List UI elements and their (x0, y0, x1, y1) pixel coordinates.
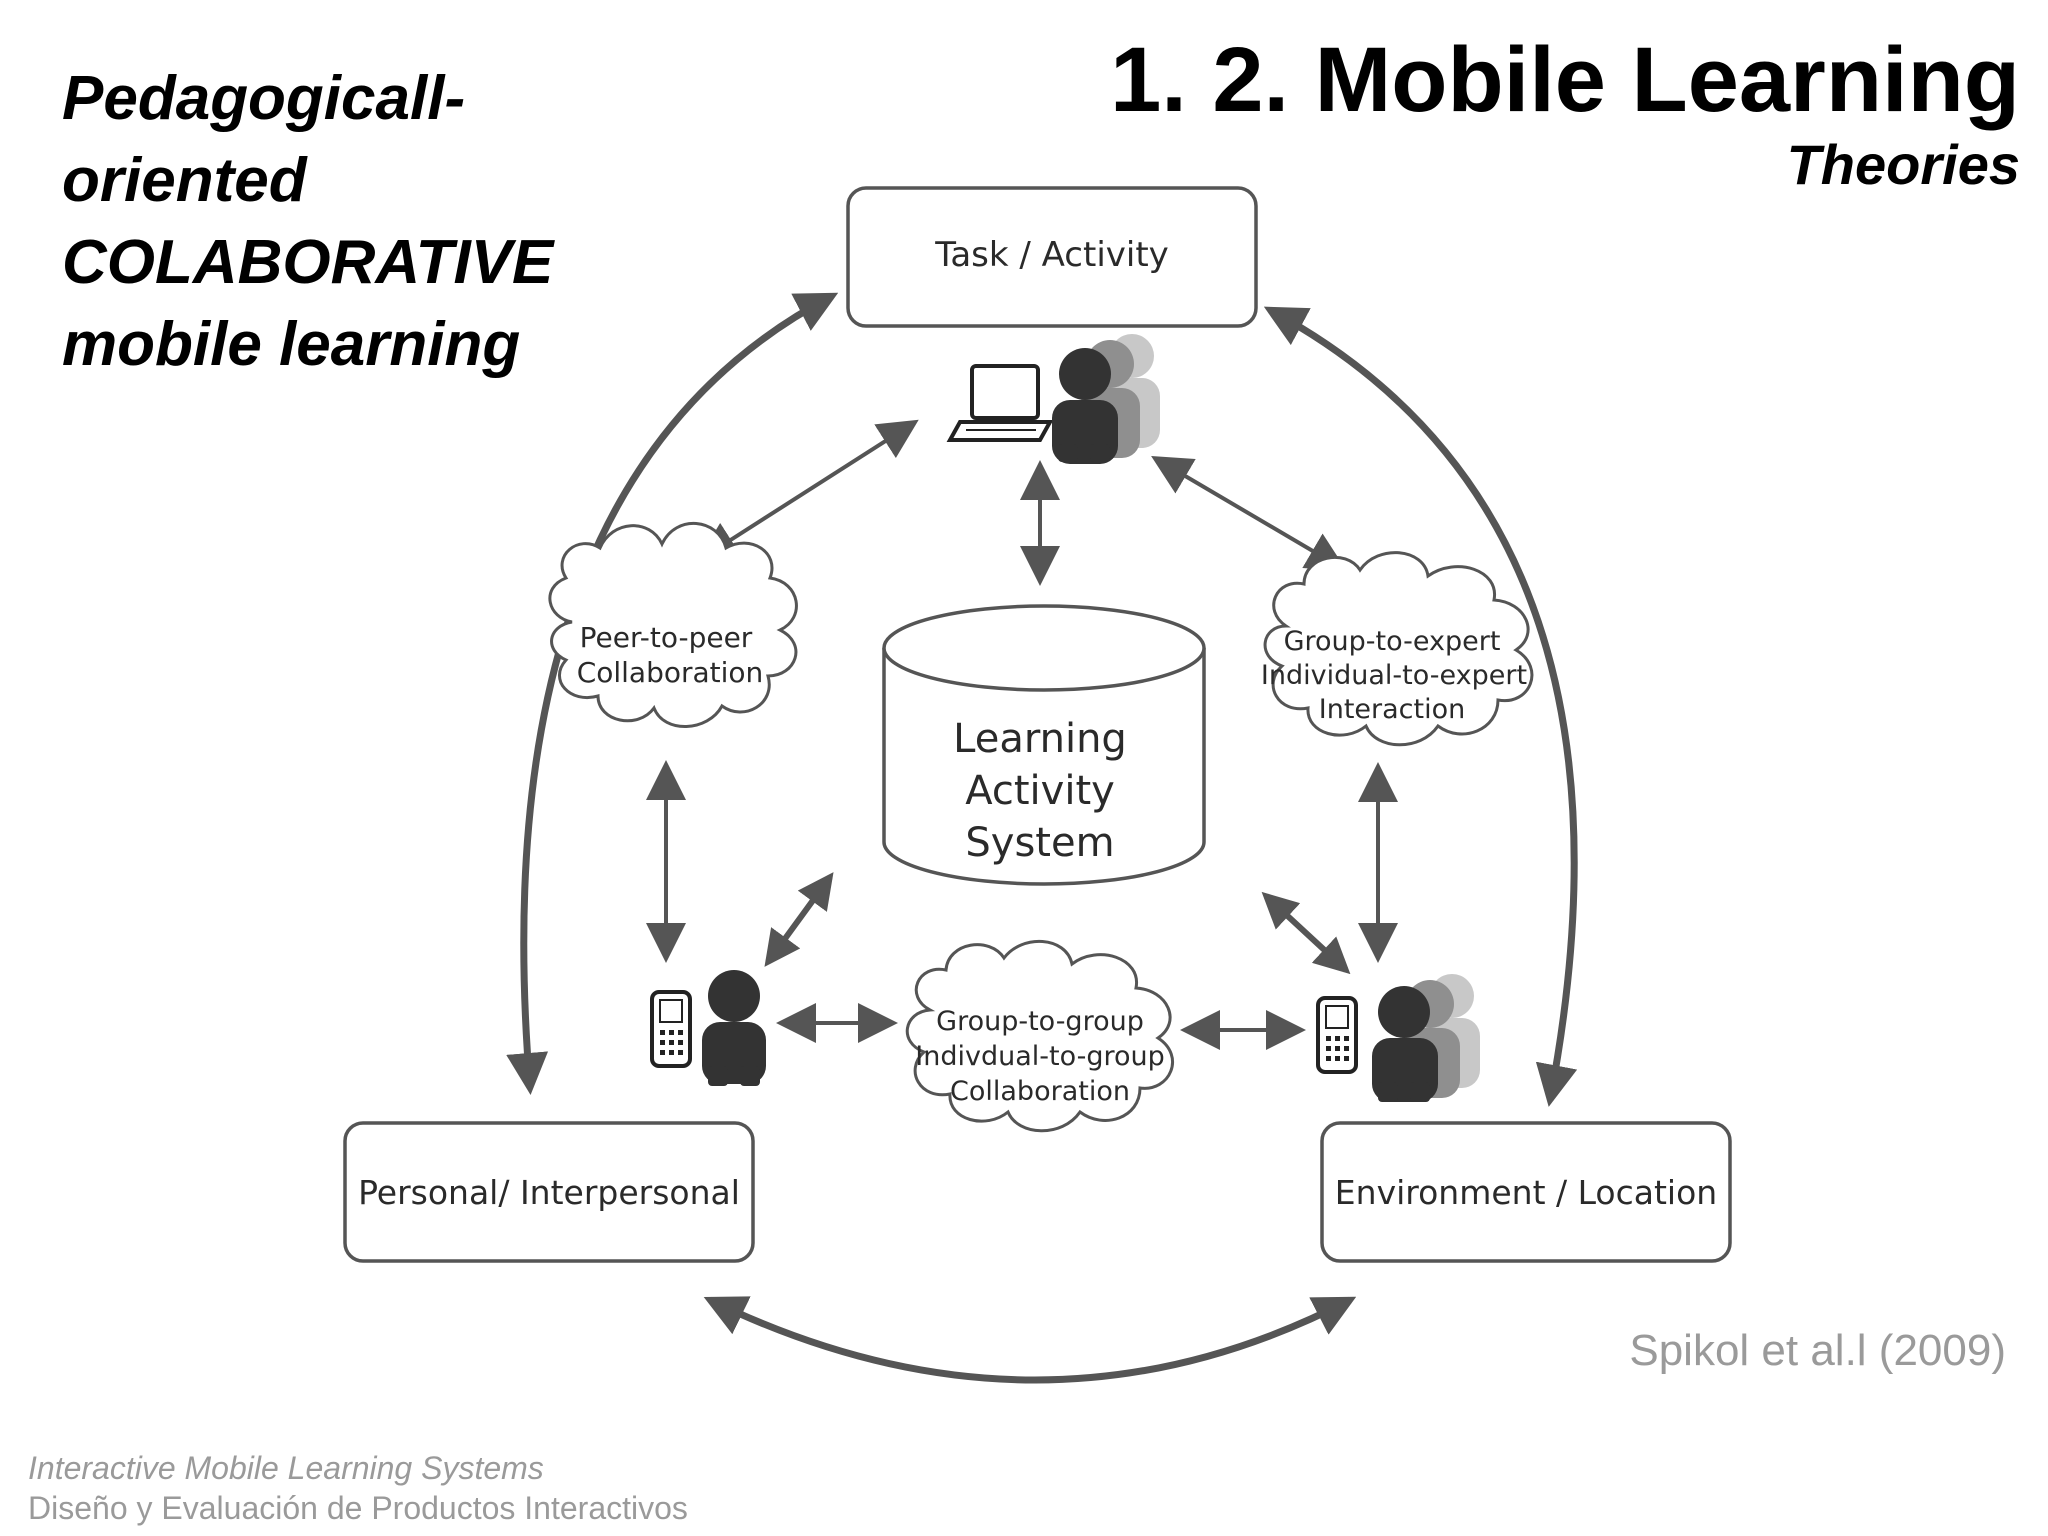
expert-cloud-line-1: Group-to-expert (1284, 626, 1501, 657)
slide-title: 1. 2. Mobile Learning (1110, 29, 2020, 131)
footer-course: Interactive Mobile Learning Systems (28, 1450, 544, 1486)
section-title: Pedagogicall- oriented COLABORATIVE mobi… (62, 58, 553, 386)
peer-cloud-line-2: Collaboration (577, 656, 764, 689)
section-title-line-3: COLABORATIVE (62, 228, 554, 297)
group-people-icon (1052, 334, 1160, 464)
arrow-task-to-peer (697, 419, 919, 562)
expert-interaction-cloud: Group-to-expert Individual-to-expert Int… (1261, 551, 1534, 747)
environment-location-box (1320, 1121, 1732, 1263)
arrow-task-to-expert (1151, 455, 1347, 572)
outer-arrow-right (1263, 306, 1578, 1107)
group-cloud-line-2: Indivdual-to-group (915, 1041, 1165, 1072)
outer-arrow-bottom (703, 1296, 1357, 1384)
task-activity-box (846, 186, 1258, 328)
center-label-line-2: Activity (965, 768, 1115, 814)
person-icon (702, 970, 766, 1086)
environment-location-label: Environment / Location (1335, 1173, 1717, 1212)
center-label-line-1: Learning (953, 716, 1127, 762)
group-cloud-line-1: Group-to-group (936, 1006, 1144, 1037)
mobile-phone-icon (650, 990, 692, 1068)
personal-interpersonal-box (343, 1121, 755, 1263)
slide-subtitle: Theories (1786, 133, 2020, 196)
arrow-center-to-environment (1261, 891, 1351, 975)
mobile-phone-icon-right (1316, 996, 1358, 1074)
center-label-line-3: System (965, 820, 1114, 866)
citation: Spikol et al.l (2009) (1629, 1326, 2006, 1375)
laptop-icon (946, 364, 1054, 442)
section-title-line-1: Pedagogicall- (62, 64, 466, 133)
arrow-center-to-personal (764, 872, 834, 967)
footer: Interactive Mobile Learning Systems Dise… (28, 1448, 688, 1528)
group-cloud-line-3: Collaboration (950, 1076, 1130, 1107)
personal-interpersonal-label: Personal/ Interpersonal (358, 1173, 740, 1212)
learning-activity-system-cylinder: Learning Activity System (882, 604, 1206, 886)
expert-cloud-line-3: Interaction (1319, 694, 1465, 725)
section-title-line-4: mobile learning (62, 310, 521, 379)
section-title-line-2: oriented (62, 146, 307, 215)
group-people-icon-right (1372, 974, 1480, 1102)
peer-cloud-line-1: Peer-to-peer (580, 621, 753, 654)
group-collaboration-cloud: Group-to-group Indivdual-to-group Collab… (905, 939, 1175, 1133)
task-activity-label: Task / Activity (934, 235, 1169, 275)
peer-collaboration-cloud: Peer-to-peer Collaboration (548, 521, 798, 728)
footer-subject: Diseño y Evaluación de Productos Interac… (28, 1490, 688, 1526)
expert-cloud-line-2: Individual-to-expert (1261, 660, 1527, 691)
